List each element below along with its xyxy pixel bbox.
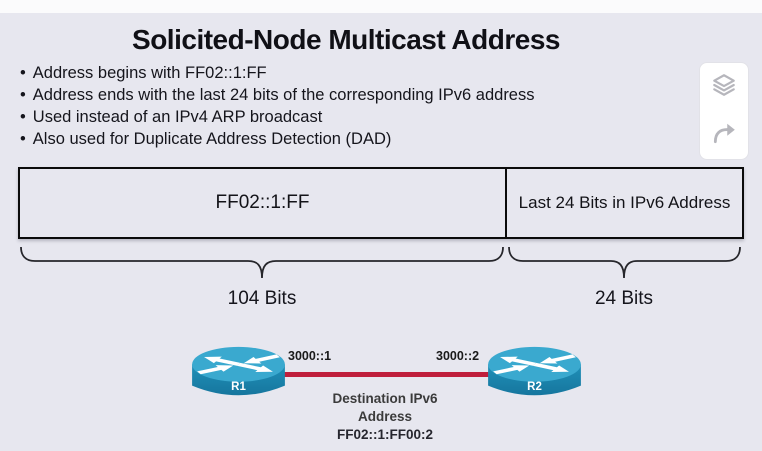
- layers-icon: [711, 72, 737, 103]
- bullet-item: Used instead of an IPv4 ARP broadcast: [20, 106, 680, 128]
- last24bits-cell: Last 24 Bits in IPv6 Address: [518, 193, 731, 212]
- bullet-list: Address begins with FF02::1:FF Address e…: [20, 62, 680, 150]
- brace-24-bits: [508, 246, 741, 279]
- network-link: [240, 372, 540, 377]
- bits-label-24: 24 Bits: [594, 288, 654, 309]
- caption-line: Address: [357, 409, 413, 424]
- bullet-item: Also used for Duplicate Address Detectio…: [20, 128, 680, 150]
- caption-line: Destination IPv6: [332, 391, 438, 406]
- router-r2: R2: [486, 345, 583, 403]
- bits-label-104: 104 Bits: [227, 288, 297, 309]
- router-r1: R1: [190, 345, 287, 403]
- router-name: R2: [527, 381, 542, 393]
- layers-button[interactable]: [707, 70, 741, 104]
- share-button[interactable]: [707, 118, 741, 152]
- bullet-item: Address begins with FF02::1:FF: [20, 62, 680, 84]
- interface-ip-r2: 3000::2: [436, 349, 480, 363]
- router-icon: [488, 346, 581, 396]
- destination-address-caption: Destination IPv6 Address FF02::1:FF00:2: [285, 390, 485, 444]
- share-arrow-icon: [711, 120, 737, 151]
- side-toolbar: [699, 62, 749, 160]
- brace-104-bits: [20, 246, 504, 279]
- prefix-cell: FF02::1:FF: [20, 169, 507, 237]
- address-structure-table: FF02::1:FF Last 24 Bits in IPv6 Address: [18, 167, 744, 239]
- caption-address: FF02::1:FF00:2: [336, 427, 434, 442]
- router-icon: [192, 346, 285, 396]
- page-title: Solicited-Node Multicast Address: [132, 24, 560, 55]
- bullet-item: Address ends with the last 24 bits of th…: [20, 84, 680, 106]
- interface-ip-r1: 3000::1: [288, 349, 332, 363]
- router-name: R1: [231, 381, 246, 393]
- top-margin-strip: [0, 0, 762, 13]
